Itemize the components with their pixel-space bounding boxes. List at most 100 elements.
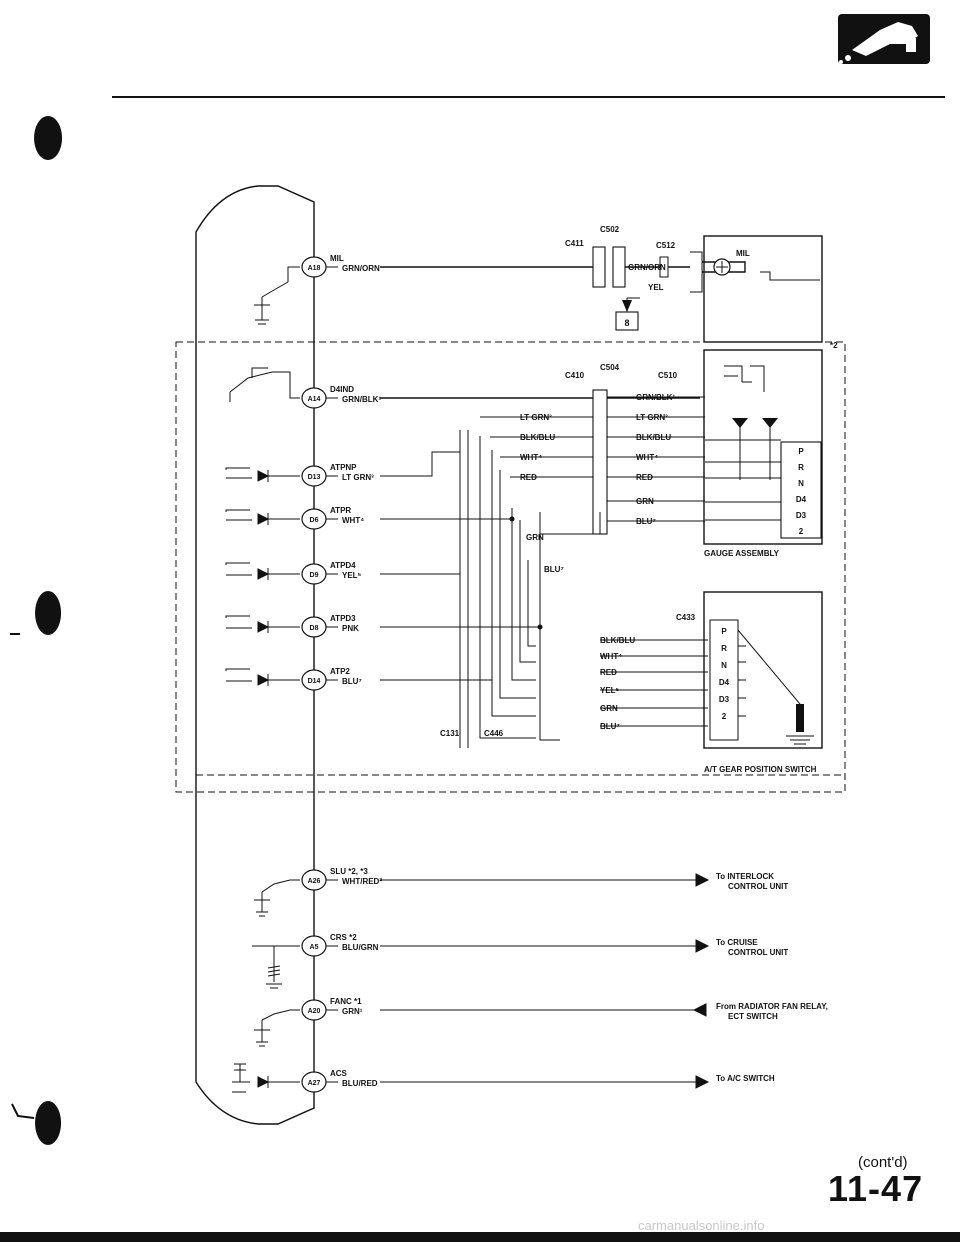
connector-c433: C433 <box>676 613 696 622</box>
switch-position-1: R <box>721 644 727 653</box>
wire-color-d6: WHT⁴ <box>342 516 364 525</box>
wire-color-a5: BLU/GRN <box>342 943 379 952</box>
ecm-pin-label: A18 <box>308 265 321 272</box>
destination-label: To A/C SWITCH <box>716 1074 775 1083</box>
switch-wire-0: BLK/BLU <box>600 636 635 645</box>
signal-name-atp2: ATP2 <box>330 667 350 676</box>
footer-bar <box>0 1232 960 1242</box>
gauge-position-4: D3 <box>796 511 807 520</box>
fuse-box <box>615 311 639 331</box>
destination-label-line2: CONTROL UNIT <box>728 948 788 957</box>
gauge-position-1: R <box>798 463 804 472</box>
grn-vertical-label: GRN <box>526 533 544 542</box>
switch-position-4: D3 <box>719 695 730 704</box>
wire-color-d8: PNK <box>342 624 359 633</box>
ecm-pin-label: D6 <box>310 517 319 524</box>
signal-name-atpr: ATPR <box>330 506 351 515</box>
ecm-pin-label: A5 <box>310 944 319 951</box>
ecm-pin-label: A14 <box>308 396 321 403</box>
mil-wire-right: GRN/ORN <box>628 263 666 272</box>
signal-name-crs: CRS *2 <box>330 933 357 942</box>
switch-wire-1: WHT⁴ <box>600 652 622 661</box>
switch-position-0: P <box>721 627 727 636</box>
signal-name-mil: MIL <box>330 254 344 263</box>
connector-c446: C446 <box>484 729 504 738</box>
signal-name-slu: SLU *2, *3 <box>330 867 368 876</box>
ecm-pin-label: D9 <box>310 572 319 579</box>
ecm-pin-label: A20 <box>308 1008 321 1015</box>
gauge-assembly-label: GAUGE ASSEMBLY <box>704 549 780 558</box>
ecm-pin-label: A27 <box>308 1080 321 1087</box>
wire-color-d14: BLU⁷ <box>342 677 362 686</box>
wire-color-a18: GRN/ORN <box>342 264 380 273</box>
connector-c131: C131 <box>440 729 460 738</box>
gauge-note: *2 <box>830 341 838 350</box>
switch-wire-3: YEL⁵ <box>600 686 620 695</box>
continued-label: (cont'd) <box>858 1154 908 1171</box>
mil-yel-label: YEL <box>648 283 664 292</box>
diode-d13 <box>225 467 300 482</box>
wire-color-d9: YEL⁵ <box>342 571 362 580</box>
signal-name-atpnp: ATPNP <box>330 463 357 472</box>
connector-c410: C410 <box>565 371 585 380</box>
page-number: 11-47 <box>828 1168 924 1209</box>
switch-wire-4: GRN <box>600 704 618 713</box>
signal-name-fanc: FANC *1 <box>330 997 362 1006</box>
connector-c502: C502 <box>600 225 620 234</box>
destination-label: To INTERLOCK <box>716 872 774 881</box>
mil-lamp-label: MIL <box>736 249 750 258</box>
switch-label: A/T GEAR POSITION SWITCH <box>704 765 817 774</box>
switch-position-3: D4 <box>719 678 730 687</box>
signal-name-acs: ACS <box>330 1069 348 1078</box>
lower-wires <box>380 873 710 1089</box>
mil-circuit <box>380 235 823 343</box>
ecm-pin-label: D14 <box>308 678 321 685</box>
mid-wire-0: LT GRN³ <box>520 413 552 422</box>
wire-color-a20: GRN¹ <box>342 1007 363 1016</box>
mid-wire-2: WHT⁴ <box>520 453 542 462</box>
blu-vertical-label: BLU⁷ <box>544 565 564 574</box>
switch-circuit <box>600 591 823 749</box>
signal-name-atpd4: ATPD4 <box>330 561 356 570</box>
signal-name-atpd3: ATPD3 <box>330 614 356 623</box>
ecm-pin-label: A26 <box>308 878 321 885</box>
wire-color-a26: WHT/RED² <box>342 877 382 886</box>
margin-bullets <box>34 116 63 1145</box>
mid-wire-1: BLK/BLU <box>520 433 555 442</box>
diode-d8 <box>225 615 300 633</box>
mid-wire-3: RED <box>520 473 537 482</box>
ecm-pin-label: D8 <box>310 625 319 632</box>
gauge-position-5: 2 <box>799 527 804 536</box>
driver-a27 <box>232 1063 300 1093</box>
wire-color-d13: LT GRN³ <box>342 473 374 482</box>
connector-c504: C504 <box>600 363 620 372</box>
fuel-nozzle-icon <box>838 14 930 64</box>
diode-d6 <box>225 509 300 525</box>
gauge-position-3: D4 <box>796 495 807 504</box>
destination-label: From RADIATOR FAN RELAY, <box>716 1002 828 1011</box>
harness-lines <box>380 430 601 748</box>
ecm-outline <box>195 185 315 1125</box>
gauge-circuit <box>380 349 823 545</box>
ecm-driver-symbols <box>225 367 300 1093</box>
watermark: carmanualsonline.info <box>638 1218 765 1233</box>
driver-a20 <box>254 1009 300 1047</box>
destination-label-line2: ECT SWITCH <box>728 1012 778 1021</box>
corner-mark <box>11 1103 35 1119</box>
ecm-pin-label: D13 <box>308 474 321 481</box>
connector-c512: C512 <box>656 241 676 250</box>
diode-d9 <box>225 562 300 580</box>
fuse-number: 8 <box>624 318 629 328</box>
destination-label-line2: CONTROL UNIT <box>728 882 788 891</box>
signal-name-d4ind: D4IND <box>330 385 354 394</box>
switch-wire-5: BLU⁷ <box>600 722 620 731</box>
gauge-position-2: N <box>798 479 804 488</box>
destination-label: To CRUISE <box>716 938 758 947</box>
ecm-row-mil <box>254 266 300 325</box>
wire-color-a27: BLU/RED <box>342 1079 378 1088</box>
switch-position-2: N <box>721 661 727 670</box>
driver-a5 <box>252 945 300 989</box>
wire-color-a14: GRN/BLK¹ <box>342 395 381 404</box>
option-boundary <box>175 341 846 793</box>
